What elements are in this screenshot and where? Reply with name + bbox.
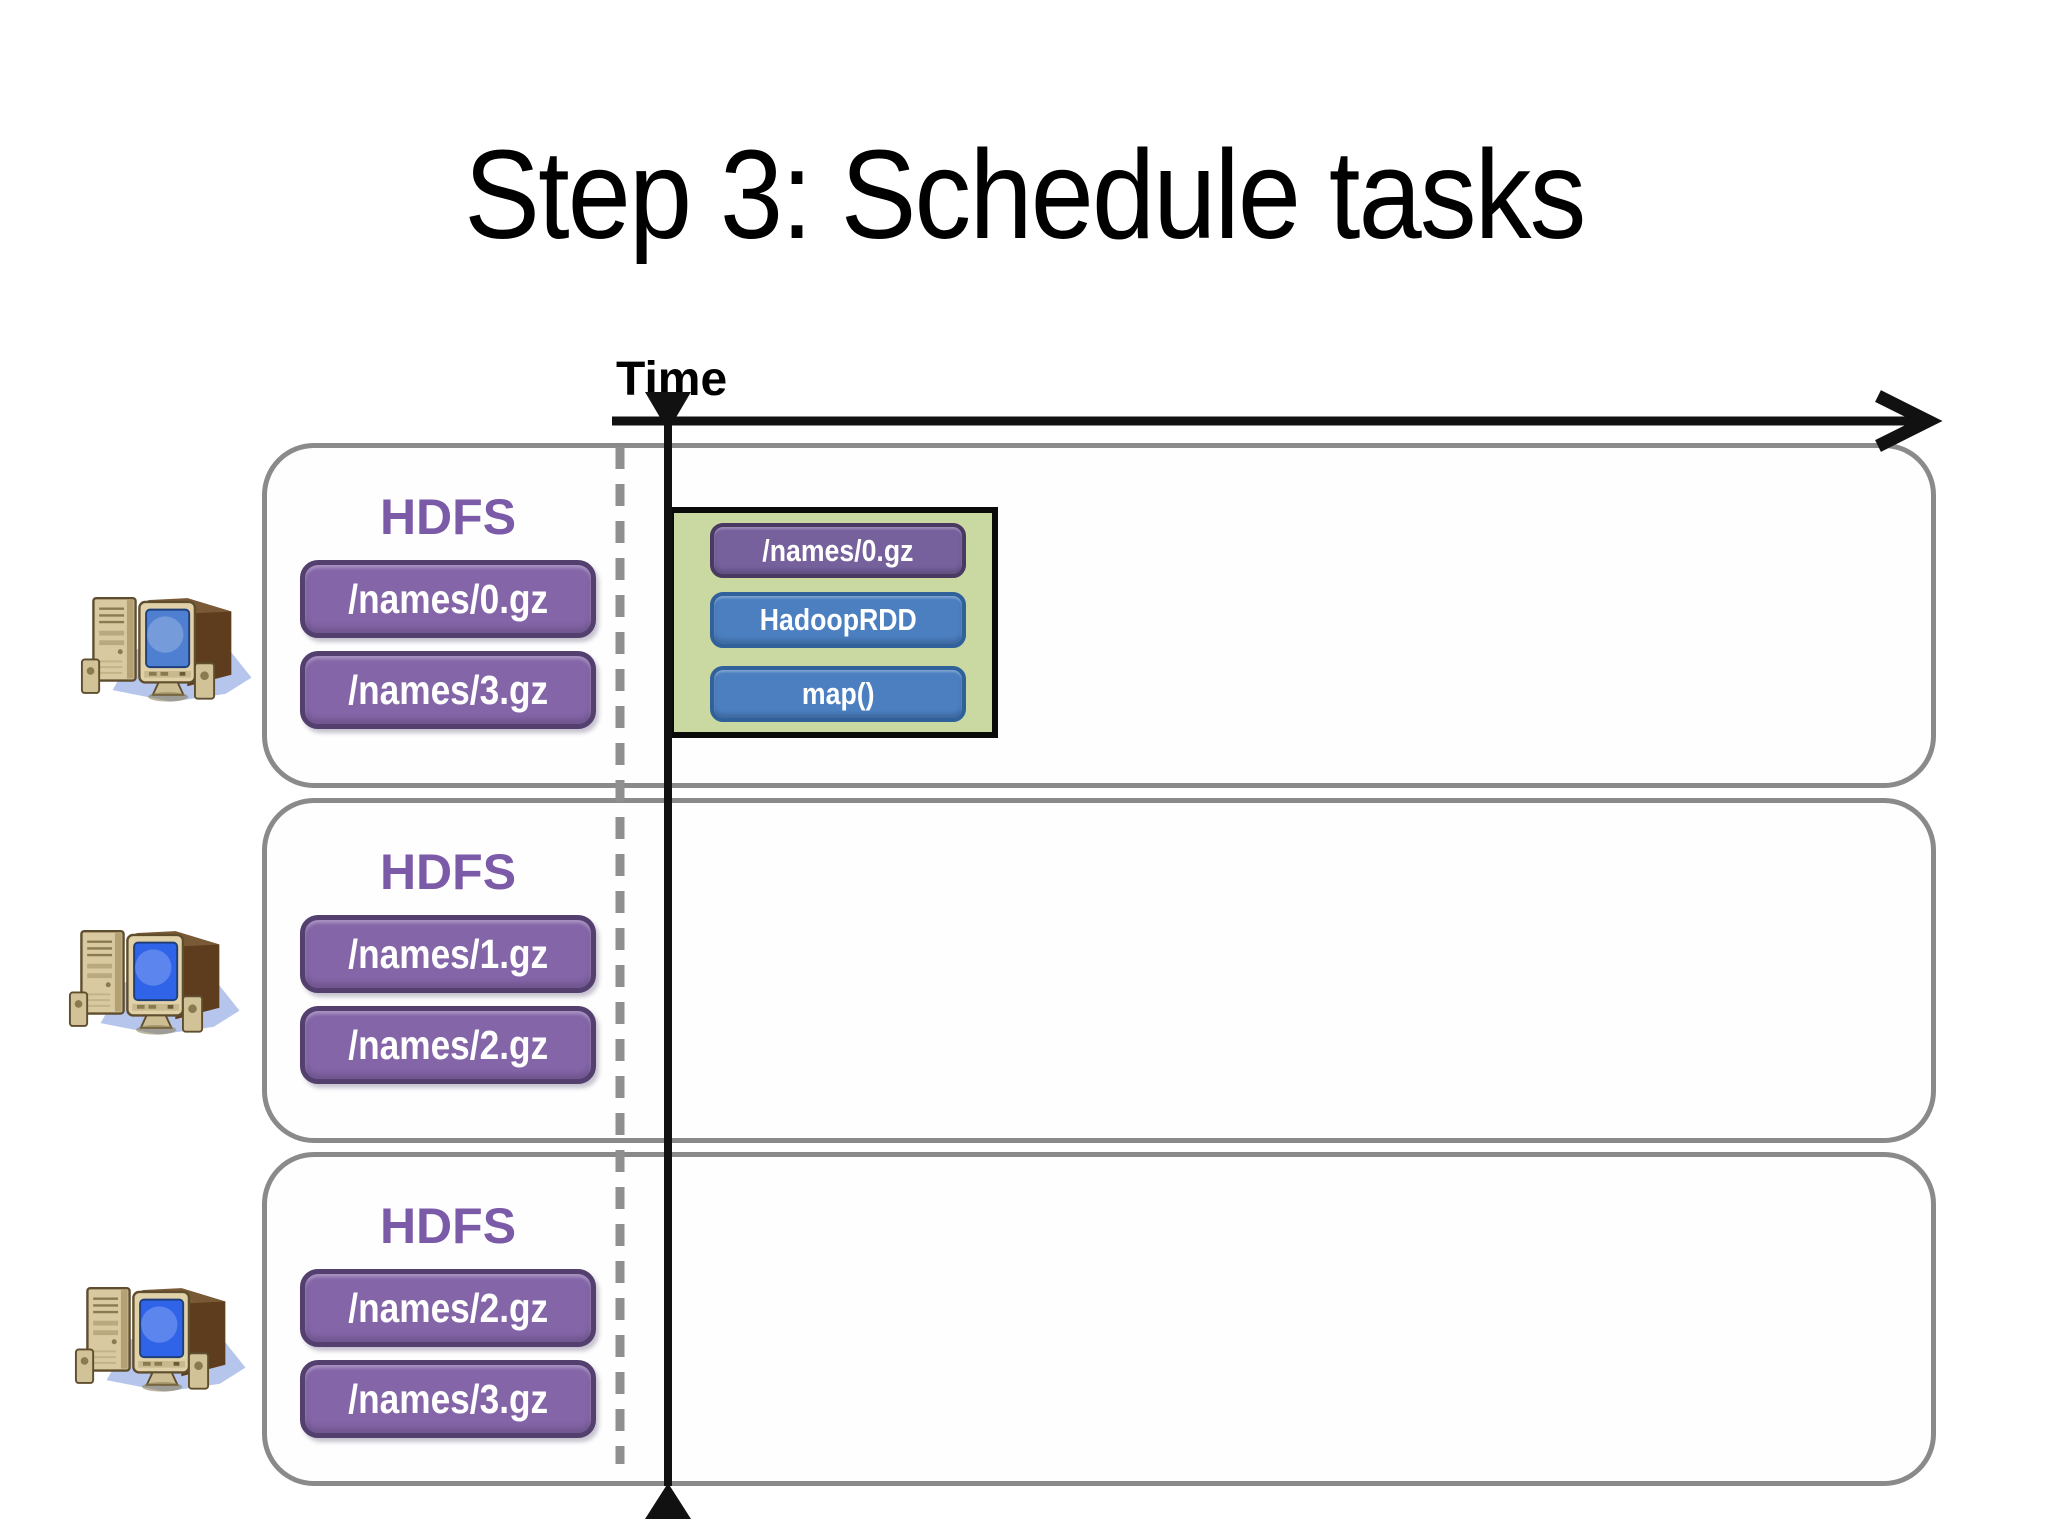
computer-icon xyxy=(74,1273,256,1401)
hdfs-block-label: /names/2.gz xyxy=(348,1284,548,1331)
hdfs-block: /names/3.gz xyxy=(300,1360,596,1438)
task-operation-label: HadoopRDD xyxy=(759,602,917,637)
time-axis-label: Time xyxy=(616,353,728,406)
hdfs-block: /names/2.gz xyxy=(300,1006,596,1084)
task-operation: HadoopRDD xyxy=(710,592,966,648)
hdfs-block-label: /names/3.gz xyxy=(348,1375,548,1422)
hdfs-block-label: /names/3.gz xyxy=(348,666,548,713)
hdfs-block-label: /names/2.gz xyxy=(348,1021,548,1068)
hdfs-block: /names/2.gz xyxy=(300,1269,596,1347)
hdfs-label: HDFS xyxy=(379,489,517,545)
hdfs-label: HDFS xyxy=(379,1198,517,1254)
page-title: Step 3: Schedule tasks xyxy=(0,122,2048,267)
worker-node-box-2: HDFS /names/1.gz /names/2.gz xyxy=(262,798,1936,1143)
hdfs-block-label: /names/1.gz xyxy=(348,930,548,977)
task-input-label: /names/0.gz xyxy=(762,532,914,568)
worker-node-box-1: HDFS /names/0.gz /names/3.gz xyxy=(262,443,1936,788)
computer-icon xyxy=(68,916,250,1044)
time-axis-arrow xyxy=(612,390,1943,452)
page-title-text: Step 3: Schedule tasks xyxy=(463,124,1586,265)
hdfs-block-label: /names/0.gz xyxy=(348,575,548,622)
hdfs-label: HDFS xyxy=(379,844,517,900)
scheduled-task-box: /names/0.gz HadoopRDD map() xyxy=(668,507,998,738)
task-operation: map() xyxy=(710,666,966,722)
worker-node-box-3: HDFS /names/2.gz /names/3.gz xyxy=(262,1152,1936,1486)
hdfs-block: /names/1.gz xyxy=(300,915,596,993)
computer-icon xyxy=(80,583,262,711)
task-operation-label: map() xyxy=(801,676,875,711)
hdfs-block: /names/3.gz xyxy=(300,651,596,729)
hdfs-block: /names/0.gz xyxy=(300,560,596,638)
task-input-block: /names/0.gz xyxy=(710,523,966,578)
